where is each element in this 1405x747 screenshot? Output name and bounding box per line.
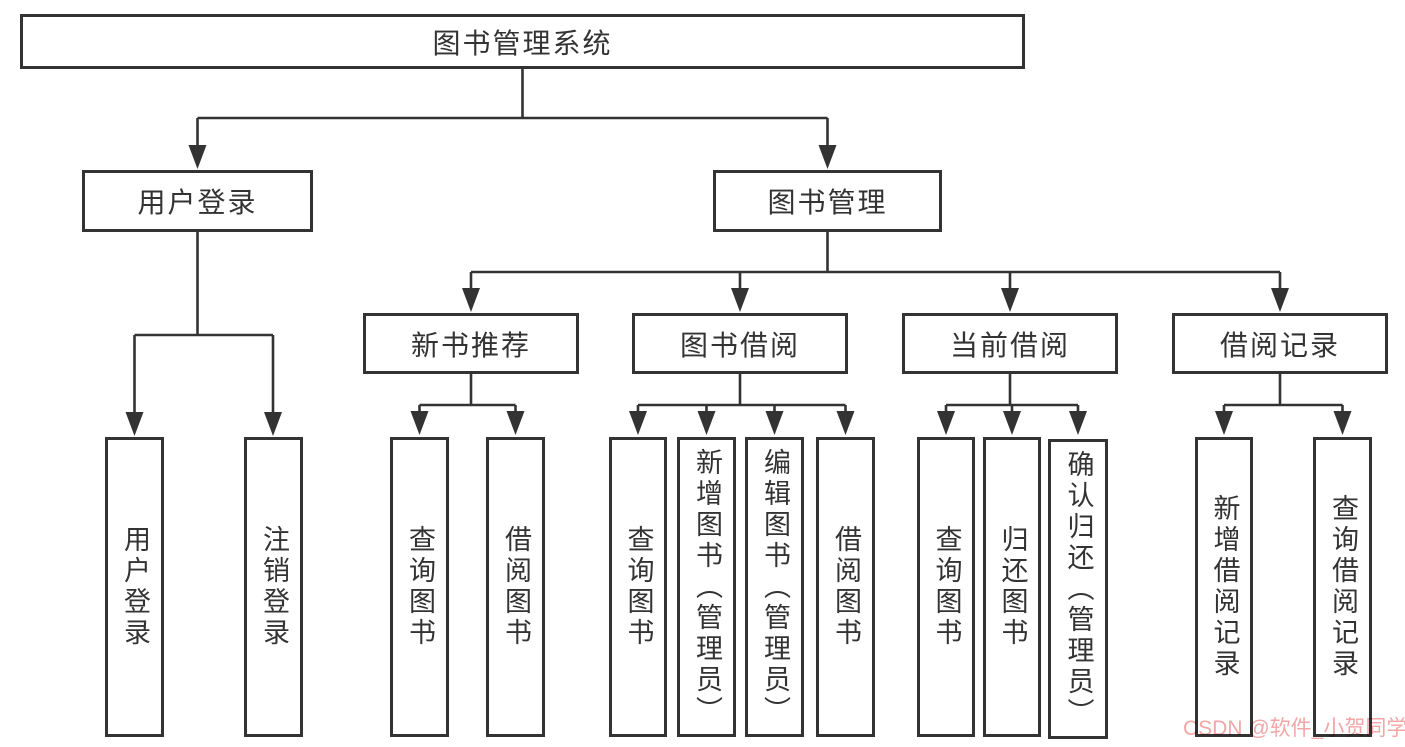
node-new-book-recommend: 新书推荐 — [363, 313, 579, 374]
connector-borrow-records — [1222, 374, 1344, 414]
node-book-borrow: 图书借阅 — [632, 313, 848, 374]
connector-book-borrow — [636, 374, 847, 414]
leaf-add-borrow-record: 新增借阅记录 — [1195, 437, 1253, 737]
arrow-down-icon — [264, 412, 282, 436]
arrow-down-icon — [697, 411, 716, 435]
node-root: 图书管理系统 — [20, 14, 1025, 69]
connector-user-login — [133, 232, 275, 415]
node-current-borrow: 当前借阅 — [902, 313, 1118, 374]
arrow-down-icon — [1003, 411, 1021, 435]
node-user-login: 用户登录 — [82, 170, 313, 232]
leaf-query-borrow-record: 查询借阅记录 — [1313, 437, 1372, 737]
arrow-down-icon — [836, 411, 855, 435]
arrow-down-icon — [188, 145, 207, 169]
leaf-return-books: 归还图书 — [983, 437, 1041, 737]
arrow-down-icon — [765, 411, 784, 435]
connector-current-borrow — [944, 374, 1080, 414]
leaf-query-books-borrow: 查询图书 — [609, 437, 667, 737]
arrow-down-icon — [410, 411, 429, 435]
connector-new-book-recommend — [418, 374, 517, 414]
arrow-down-icon — [818, 145, 837, 169]
connector-book-management — [469, 232, 1282, 291]
watermark: CSDN @软件_小贺同学 — [1183, 717, 1405, 740]
leaf-confirm-return-admin: 确认归还（管理员） — [1048, 439, 1108, 739]
arrow-down-icon — [125, 412, 144, 436]
leaf-edit-book-admin: 编辑图书（管理员） — [745, 437, 804, 737]
leaf-borrow-books: 借阅图书 — [816, 437, 875, 737]
arrow-down-icon — [506, 411, 525, 435]
arrow-down-icon — [731, 288, 749, 312]
arrow-down-icon — [1069, 411, 1087, 435]
arrow-down-icons — [125, 145, 1352, 436]
leaf-user-login: 用户登录 — [105, 437, 164, 737]
arrow-down-icon — [1271, 288, 1289, 312]
arrow-down-icon — [1001, 288, 1019, 312]
leaf-borrow-books-recommend: 借阅图书 — [486, 437, 545, 737]
leaf-logout: 注销登录 — [244, 437, 303, 737]
arrow-down-icon — [629, 411, 647, 435]
arrow-down-icon — [462, 288, 480, 312]
leaf-query-books-current: 查询图书 — [917, 437, 975, 737]
leaf-add-book-admin: 新增图书（管理员） — [677, 437, 736, 737]
arrow-down-icon — [1333, 411, 1352, 435]
leaf-query-books-recommend: 查询图书 — [390, 437, 449, 737]
node-borrow-records: 借阅记录 — [1172, 313, 1388, 374]
node-book-management: 图书管理 — [713, 170, 942, 232]
connector-root — [196, 69, 829, 148]
arrow-down-icon — [1215, 411, 1233, 435]
arrow-down-icon — [937, 411, 955, 435]
